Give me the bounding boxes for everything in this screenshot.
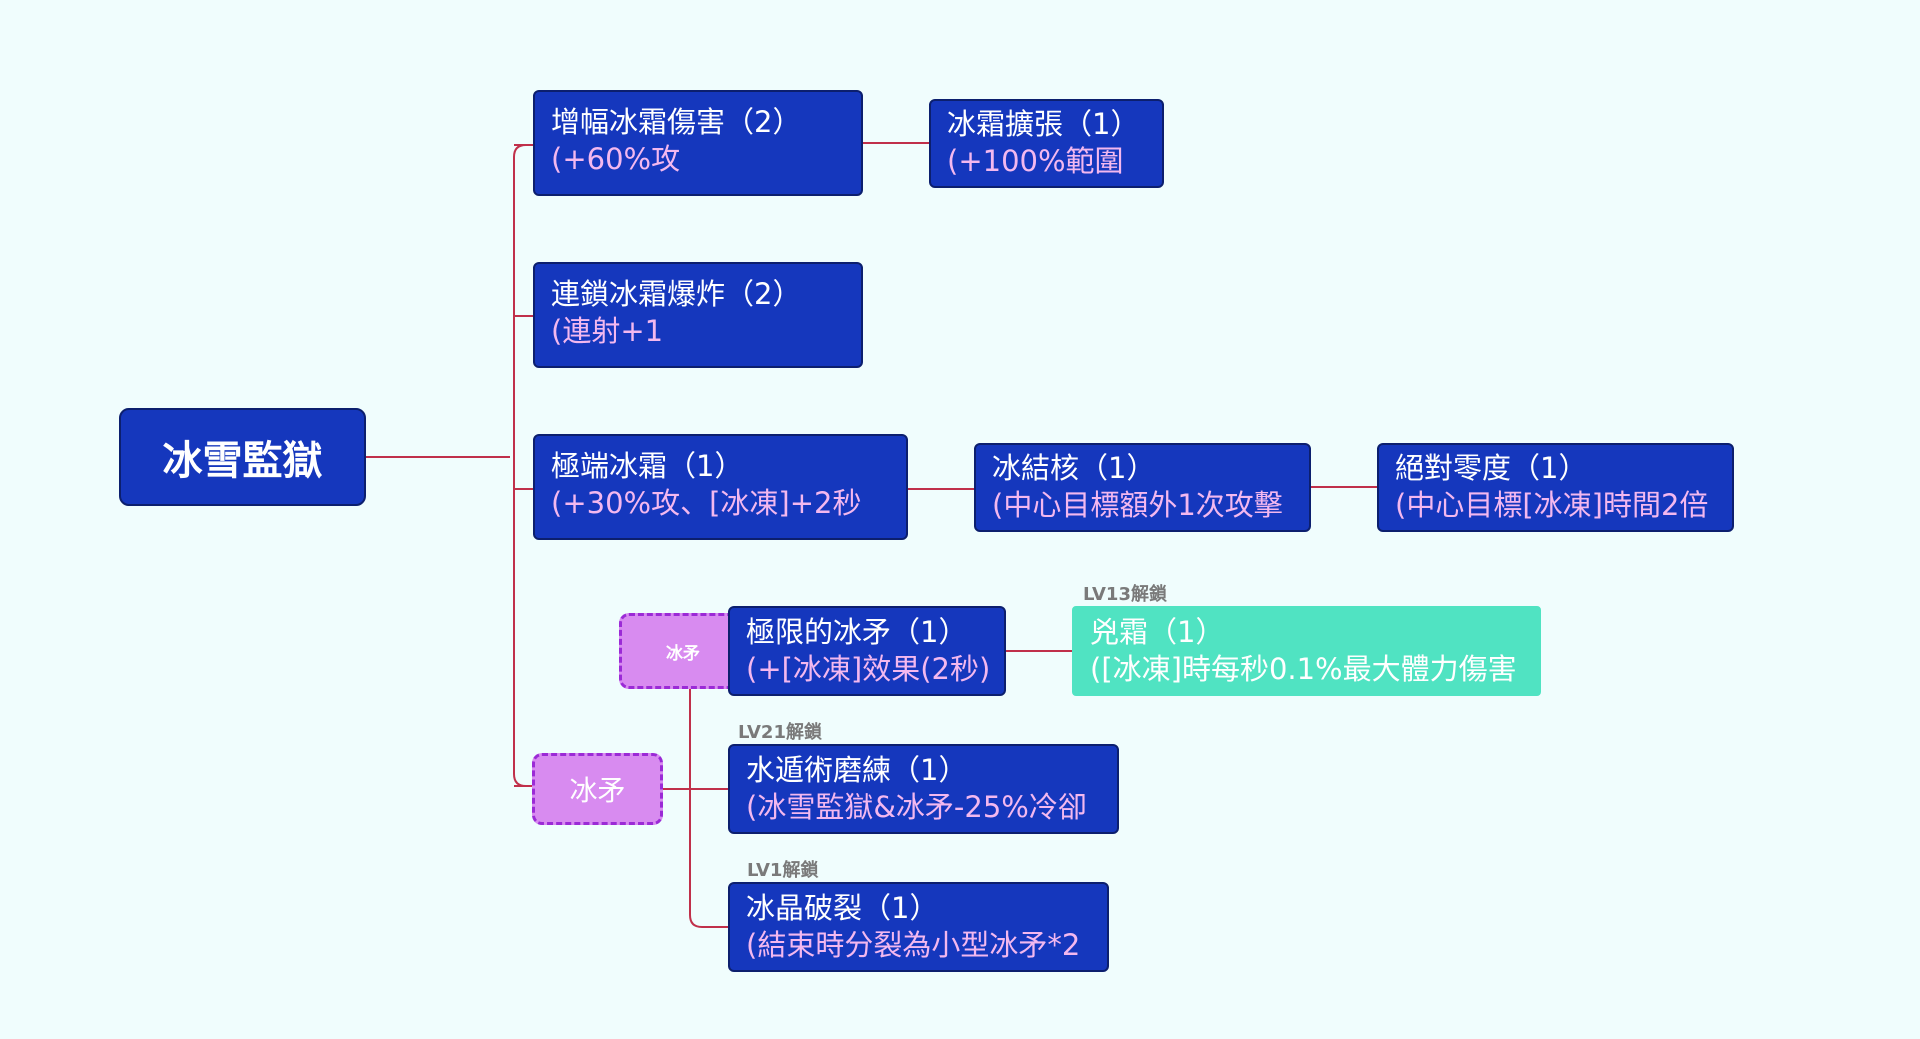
node-desc: (冰雪監獄&冰矛-25%冷卻 [746, 790, 1087, 824]
root-node-ice-prison[interactable]: 冰雪監獄 [119, 408, 366, 506]
node-desc: (+30%攻、[冰凍]+2秒 [551, 486, 862, 520]
node-extreme-frost[interactable]: 極端冰霜（1） (+30%攻、[冰凍]+2秒 [533, 434, 908, 540]
node-desc: (+100%範圍 [947, 144, 1124, 178]
unlock-label-lv21: LV21解鎖 [738, 722, 822, 743]
node-title: 極限的冰矛（1） [746, 615, 968, 649]
node-crystal-burst[interactable]: 冰晶破裂（1） (結束時分裂為小型冰矛*2 [728, 882, 1109, 972]
node-title: 兇霜（1） [1090, 615, 1225, 649]
node-title: 連鎖冰霜爆炸（2） [551, 277, 802, 311]
node-desc: (連射+1 [551, 314, 664, 348]
node-water-escape-training[interactable]: 水遁術磨練（1） (冰雪監獄&冰矛-25%冷卻 [728, 744, 1119, 834]
node-title: 冰霜擴張（1） [947, 107, 1140, 141]
node-desc: (中心目標[冰凍]時間2倍 [1395, 488, 1709, 522]
node-title: 水遁術磨練（1） [746, 753, 968, 787]
tag-ice-spear-main[interactable]: 冰矛 [532, 753, 663, 825]
node-ice-core[interactable]: 冰結核（1） (中心目標額外1次攻擊 [974, 443, 1311, 532]
node-title: 絕對零度（1） [1395, 451, 1588, 485]
node-desc: (中心目標額外1次攻擊 [992, 488, 1283, 522]
unlock-label-lv1: LV1解鎖 [747, 860, 819, 881]
node-amp-frost-damage[interactable]: 增幅冰霜傷害（2） (+60%攻 [533, 90, 863, 196]
node-frost-expand[interactable]: 冰霜擴張（1） (+100%範圍 [929, 99, 1164, 188]
node-limit-ice-spear[interactable]: 極限的冰矛（1） (+[冰凍]效果(2秒) [728, 606, 1006, 696]
node-desc: (結束時分裂為小型冰矛*2 [746, 928, 1081, 962]
connector-spear-trunk [689, 665, 730, 928]
node-title: 增幅冰霜傷害（2） [551, 105, 802, 139]
connector-trunk [513, 144, 527, 787]
node-desc: (+60%攻 [551, 142, 681, 176]
node-chain-frost-blast[interactable]: 連鎖冰霜爆炸（2） (連射+1 [533, 262, 863, 368]
node-desc: (+[冰凍]效果(2秒) [746, 652, 991, 686]
unlock-label-lv13: LV13解鎖 [1083, 584, 1167, 605]
node-title: 冰晶破裂（1） [746, 891, 939, 925]
node-fierce-frost[interactable]: 兇霜（1） ([冰凍]時每秒0.1%最大體力傷害 [1072, 606, 1541, 696]
node-title: 冰結核（1） [992, 451, 1156, 485]
node-desc: ([冰凍]時每秒0.1%最大體力傷害 [1090, 652, 1517, 686]
node-title: 極端冰霜（1） [551, 449, 744, 483]
node-absolute-zero[interactable]: 絕對零度（1） (中心目標[冰凍]時間2倍 [1377, 443, 1734, 532]
